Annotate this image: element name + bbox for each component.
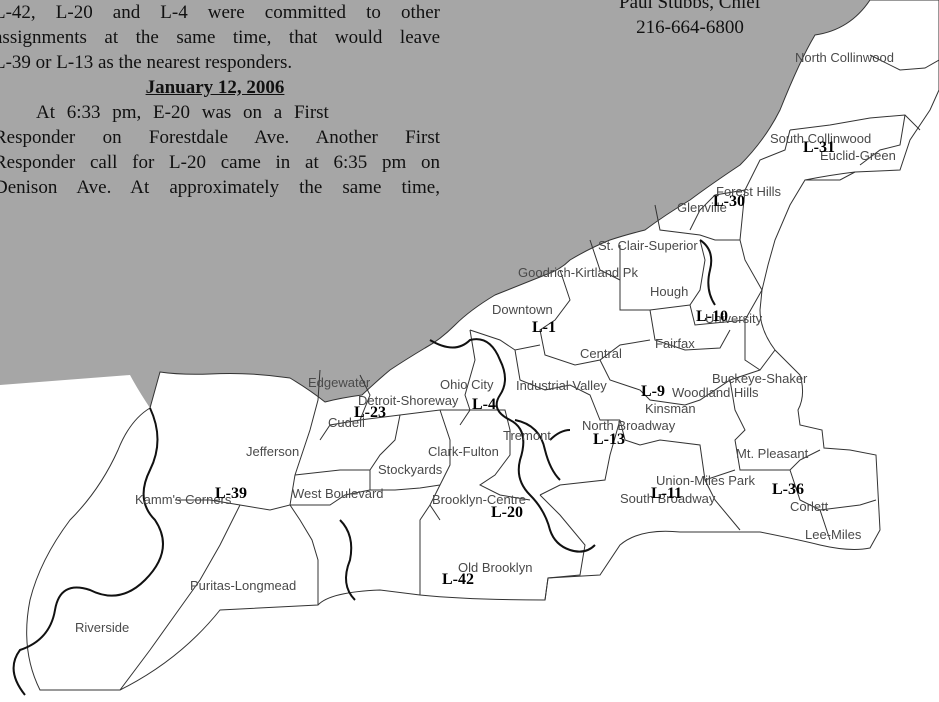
neighborhood-label-north-broadway: North Broadway bbox=[582, 418, 676, 433]
neighborhood-label-corlett: Corlett bbox=[790, 499, 829, 514]
unit-label-l-20: L-20 bbox=[491, 504, 523, 521]
neighborhood-label-west-boulevard: West Boulevard bbox=[292, 486, 384, 501]
neighborhood-label-mt-pleasant: Mt. Pleasant bbox=[736, 446, 809, 461]
unit-label-l-30: L-30 bbox=[713, 193, 745, 210]
neighborhood-label-industrial-valley: Industrial Valley bbox=[516, 378, 607, 393]
neighborhood-label-south-broadway: South Broadway bbox=[620, 491, 716, 506]
report-paragraph-line: Responder call for L-20 came in at 6:35 … bbox=[0, 152, 440, 173]
neighborhood-label-old-brooklyn: Old Brooklyn bbox=[458, 560, 532, 575]
neighborhood-label-north-collinwood: North Collinwood bbox=[795, 50, 894, 65]
unit-label-l-1: L-1 bbox=[532, 319, 556, 336]
unit-label-l-4: L-4 bbox=[472, 396, 496, 413]
neighborhood-label-glenville: Glenville bbox=[677, 200, 727, 215]
neighborhood-label-brooklyn-centre: Brooklyn-Centre bbox=[432, 492, 526, 507]
unit-label-l-23: L-23 bbox=[354, 404, 386, 421]
neighborhood-label-buckeye-shaker: Buckeye-Shaker bbox=[712, 371, 808, 386]
neighborhood-label-ohio-city: Ohio City bbox=[440, 377, 494, 392]
neighborhood-boundaries bbox=[119, 54, 939, 691]
neighborhood-label-university: University bbox=[705, 311, 763, 326]
neighborhood-label-euclid-green: Euclid-Green bbox=[820, 148, 896, 163]
neighborhood-label-st-clair-superior: St. Clair-Superior bbox=[598, 238, 698, 253]
header-contact: Paul Stubbs, Chief 216-664-6800 bbox=[600, 0, 780, 40]
neighborhood-label-riverside: Riverside bbox=[75, 620, 129, 635]
neighborhood-label-union-miles-park: Union-Miles Park bbox=[656, 473, 755, 488]
neighborhood-label-edgewater: Edgewater bbox=[308, 375, 371, 390]
unit-label-l-36: L-36 bbox=[772, 481, 804, 498]
report-text-block: L-42, L-20 and L-4 were committed to oth… bbox=[0, 0, 440, 200]
neighborhood-label-stockyards: Stockyards bbox=[378, 462, 443, 477]
neighborhood-label-central: Central bbox=[580, 346, 622, 361]
report-line: L-39 or L-13 as the nearest responders. bbox=[0, 52, 293, 73]
contact-name: Paul Stubbs, Chief bbox=[619, 0, 761, 13]
unit-labels: L-31L-30L-10L-1L-9L-23 L-4L-13L-11 L-36 L-3… bbox=[215, 139, 835, 588]
city-outline bbox=[26, 0, 939, 691]
neighborhood-label-kinsman: Kinsman bbox=[645, 401, 696, 416]
report-paragraph-line: Denison Ave. At approximately the same t… bbox=[0, 177, 440, 198]
report-paragraph-line: At 6:33 pm, E-20 was on a First bbox=[36, 102, 329, 123]
neighborhood-label-cudell: Cudell bbox=[328, 415, 365, 430]
report-line: L-42, L-20 and L-4 were committed to oth… bbox=[0, 2, 440, 23]
unit-label-l-10: L-10 bbox=[696, 308, 728, 325]
neighborhood-label-puritas-longmead: Puritas-Longmead bbox=[190, 578, 296, 593]
neighborhood-label-forest-hills: Forest Hills bbox=[716, 184, 782, 199]
contact-phone: 216-664-6800 bbox=[636, 17, 744, 38]
report-heading: January 12, 2006 bbox=[145, 77, 285, 98]
neighborhood-label-detroit-shoreway: Detroit-Shoreway bbox=[358, 393, 459, 408]
report-line: assignments at the same time, that would… bbox=[0, 27, 440, 48]
unit-label-l-11: L-11 bbox=[651, 485, 682, 502]
neighborhood-label-clark-fulton: Clark-Fulton bbox=[428, 444, 499, 459]
unit-label-l-9: L-9 bbox=[641, 383, 665, 400]
unit-label-l-13: L-13 bbox=[593, 431, 625, 448]
neighborhood-label-woodland-hills: Woodland Hills bbox=[672, 385, 759, 400]
lake-erie bbox=[0, 0, 870, 408]
unit-label-l-39: L-39 bbox=[215, 485, 247, 502]
neighborhood-label-kamms-corners: Kamm's Corners bbox=[135, 492, 232, 507]
neighborhood-label-hough: Hough bbox=[650, 284, 688, 299]
neighborhood-label-fairfax: Fairfax bbox=[655, 336, 695, 351]
neighborhood-label-downtown: Downtown bbox=[492, 302, 553, 317]
unit-label-l-31: L-31 bbox=[803, 139, 835, 156]
neighborhood-label-south-collinwood: South Collinwood bbox=[770, 131, 871, 146]
neighborhood-label-lee-miles: Lee-Miles bbox=[805, 527, 862, 542]
neighborhood-label-jefferson: Jefferson bbox=[246, 444, 299, 459]
neighborhood-label-goodrich-kirtland: Goodrich-Kirtland Pk bbox=[518, 265, 638, 280]
report-paragraph-line: Responder on Forestdale Ave. Another Fir… bbox=[0, 127, 440, 148]
rivers bbox=[12, 239, 716, 696]
neighborhood-label-tremont: Tremont bbox=[503, 428, 551, 443]
unit-label-l-42: L-42 bbox=[442, 571, 474, 588]
